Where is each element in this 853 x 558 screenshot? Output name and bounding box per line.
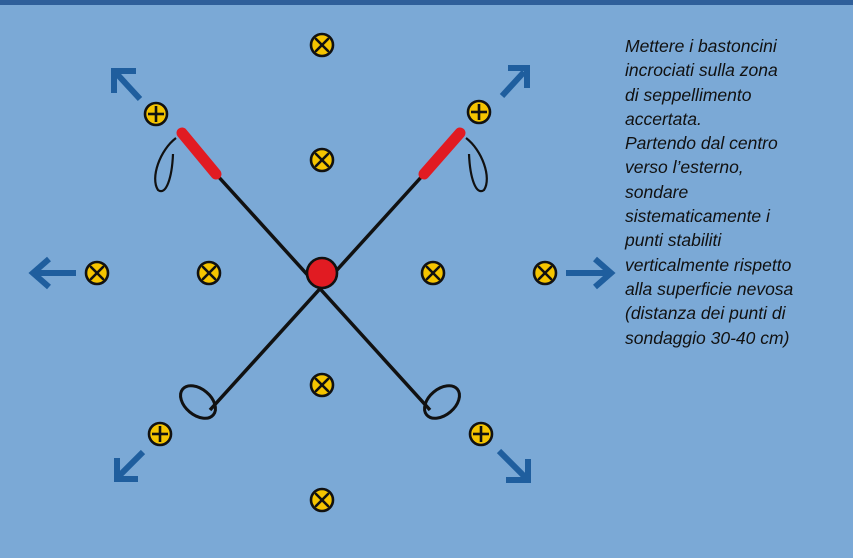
arrow-icon [111,68,143,102]
caption-line: Mettere i bastoncini [625,36,777,56]
probe-point-icon [309,32,335,58]
caption-line: (distanza dei punti di [625,303,786,324]
pole-point-icon [468,421,494,447]
probe-point-icon [84,260,110,286]
caption-line: verso l’esterno, [625,157,744,178]
top-border [0,0,853,5]
caption-line: verticalmente rispetto [625,254,792,275]
caption-line: Partendo dal centro [625,133,778,154]
probe-point-icon [420,260,446,286]
pole-point-icon [466,99,492,125]
arrow-icon [114,449,146,482]
probe-point-icon [309,147,335,173]
caption-line: alla superficie nevosa [625,278,794,299]
pole-point-icon [143,101,169,127]
ski-pole-2 [179,127,488,420]
instruction-text: Mettere i bastoncini incrociati sulla zo… [625,34,853,350]
arrow-icon [566,256,616,290]
caption-line: di seppellimento [625,84,752,105]
caption-line: incrociati sulla zona [625,60,778,81]
caption-line: sistematicamente i [625,206,770,227]
arrow-icon [496,448,531,483]
caption-line: sondaggio 30-40 cm) [625,327,790,348]
pole-point-icon [147,421,173,447]
caption-line: sondare [625,181,689,202]
arrow-icon [499,65,530,99]
center-point-icon [305,256,339,290]
arrow-icon [28,256,76,290]
probe-point-icon [532,260,558,286]
caption-line: punti stabiliti [625,230,722,251]
probe-point-icon [309,372,335,398]
probe-point-icon [196,260,222,286]
ski-pole-1 [154,127,461,420]
caption-line: accertata. [625,108,702,129]
probe-point-icon [309,487,335,513]
